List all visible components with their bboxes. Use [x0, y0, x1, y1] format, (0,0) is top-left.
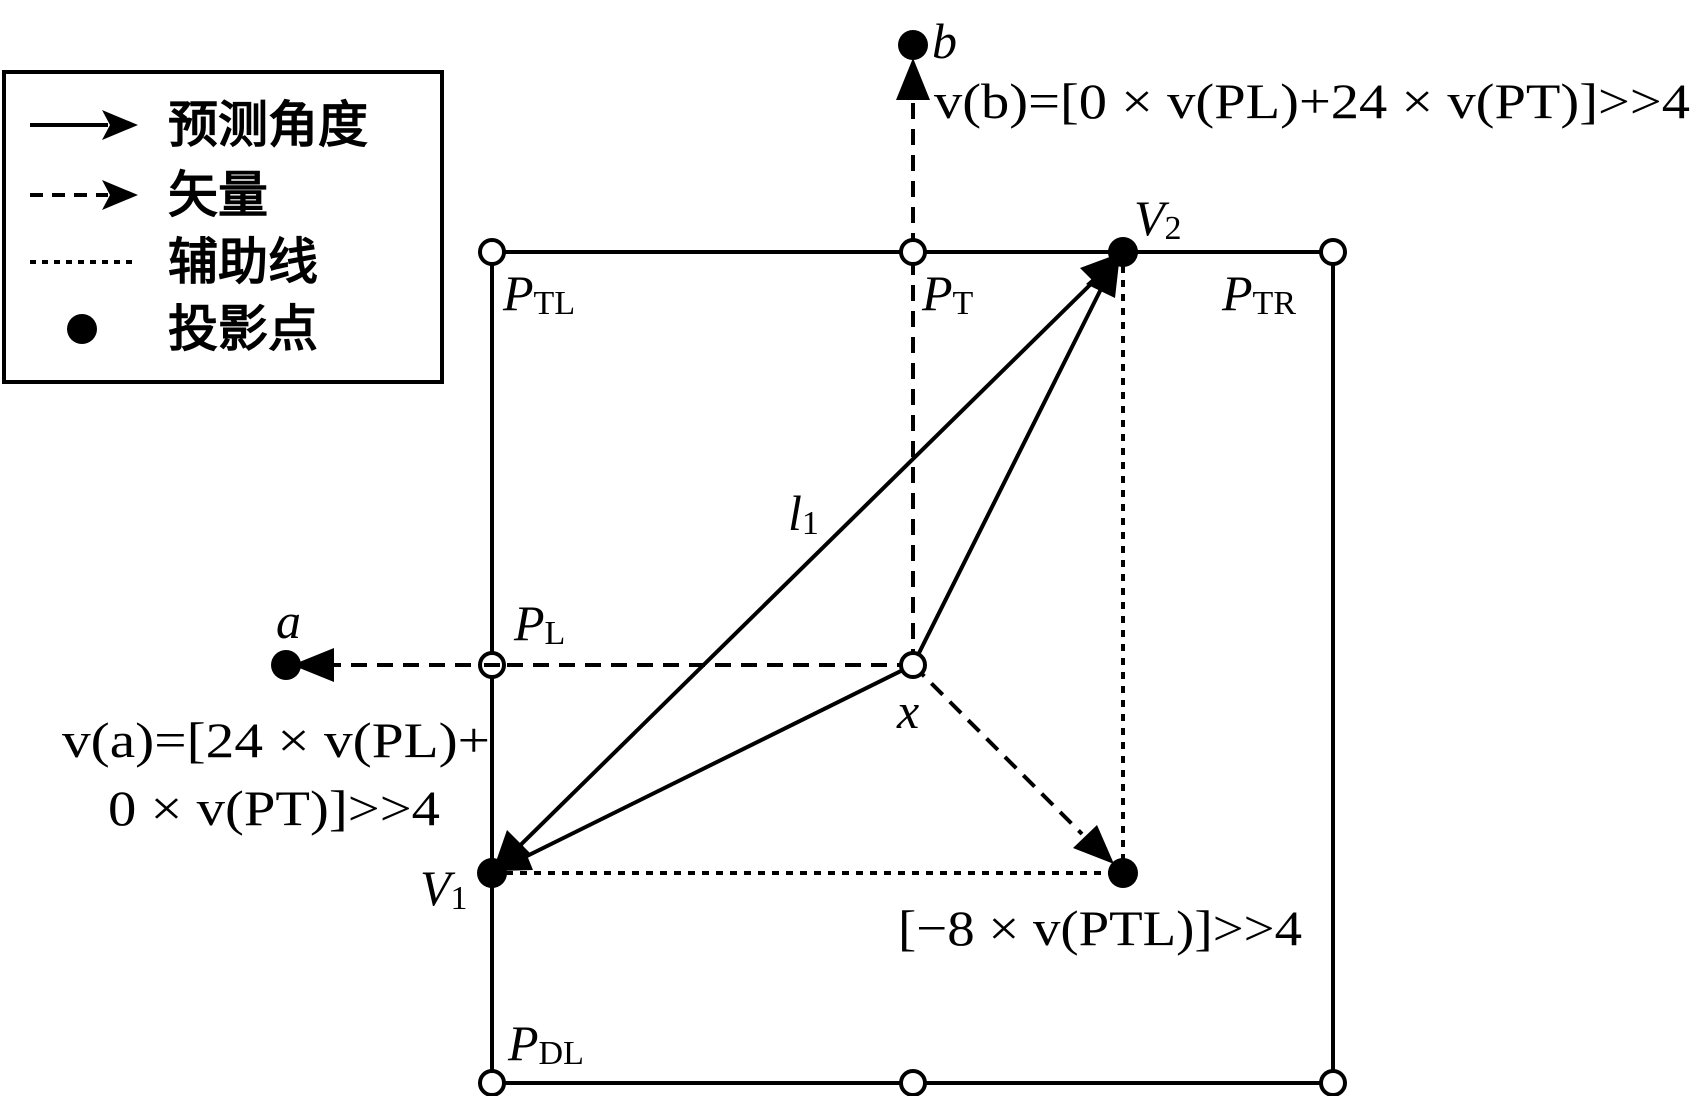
point-x: [899, 651, 927, 679]
label-a: a: [276, 593, 301, 649]
formula-va-line1: v(a)=[24 × v(PL)+: [62, 712, 490, 768]
reference-points: [478, 238, 1347, 1096]
prediction-angles: [490, 252, 1123, 875]
legend-dashed-arrow-icon: [30, 180, 138, 210]
vectors: [292, 58, 1114, 864]
legend-label-prediction-angle: 预测角度: [168, 96, 368, 154]
formula-corner: [−8 × v(PTL)]>>4: [898, 900, 1302, 956]
label-x: x: [896, 683, 919, 739]
point-bottom-left: [478, 1069, 506, 1096]
vector-x-to-corner-arrowhead: [1073, 825, 1114, 864]
projection-points: [271, 30, 1138, 888]
label-ptl: PTL: [502, 265, 575, 322]
formula-va-line2: 0 × v(PT)]>>4: [108, 780, 440, 836]
label-pl: PL: [513, 595, 565, 652]
legend-filled-dot-icon: [67, 314, 97, 344]
angle-line-l1: [490, 278, 1097, 875]
label-v1: V1: [420, 860, 468, 917]
legend: 预测角度 矢量 辅助线 投影点: [2, 70, 444, 384]
vector-x-to-a-arrowhead: [292, 648, 334, 682]
angle-line-x-to-v2-arrowhead: [1086, 254, 1120, 298]
label-pdl: PDL: [507, 1015, 584, 1072]
label-l1: l1: [788, 485, 819, 542]
point-v2: [1108, 237, 1138, 267]
angle-line-x-to-v1: [526, 663, 914, 858]
point-ptl: [478, 238, 506, 266]
legend-label-auxiliary-line: 辅助线: [168, 233, 318, 291]
legend-solid-arrow-icon: [30, 110, 138, 140]
point-v1: [477, 858, 507, 888]
vector-x-to-b-arrowhead: [896, 58, 930, 100]
legend-label-vector: 矢量: [168, 166, 268, 224]
legend-label-projection-point: 投影点: [168, 300, 318, 358]
label-ptr: PTR: [1221, 265, 1296, 322]
point-b: [898, 30, 928, 60]
label-b: b: [932, 13, 957, 69]
formulas: v(b)=[0 × v(PL)+24 × v(PT)]>>4 v(a)=[24 …: [62, 73, 1690, 956]
point-pt: [899, 238, 927, 266]
angle-line-x-to-v2: [911, 286, 1104, 666]
point-labels: PTL PT PTR PL PDL V2 V1 l1 x a b: [276, 13, 1296, 1072]
point-corner-projection: [1108, 858, 1138, 888]
point-a: [271, 650, 301, 680]
angle-line-x-to-v1-arrowhead: [497, 843, 533, 871]
point-bottom-center: [899, 1069, 927, 1096]
auxiliary-lines: [492, 252, 1125, 875]
vector-x-to-corner: [911, 663, 1084, 836]
label-pt: PT: [921, 265, 974, 322]
label-v2: V2: [1134, 190, 1182, 247]
formula-vb: v(b)=[0 × v(PL)+24 × v(PT)]>>4: [934, 73, 1690, 129]
point-ptr: [1319, 238, 1347, 266]
point-bottom-right: [1319, 1069, 1347, 1096]
